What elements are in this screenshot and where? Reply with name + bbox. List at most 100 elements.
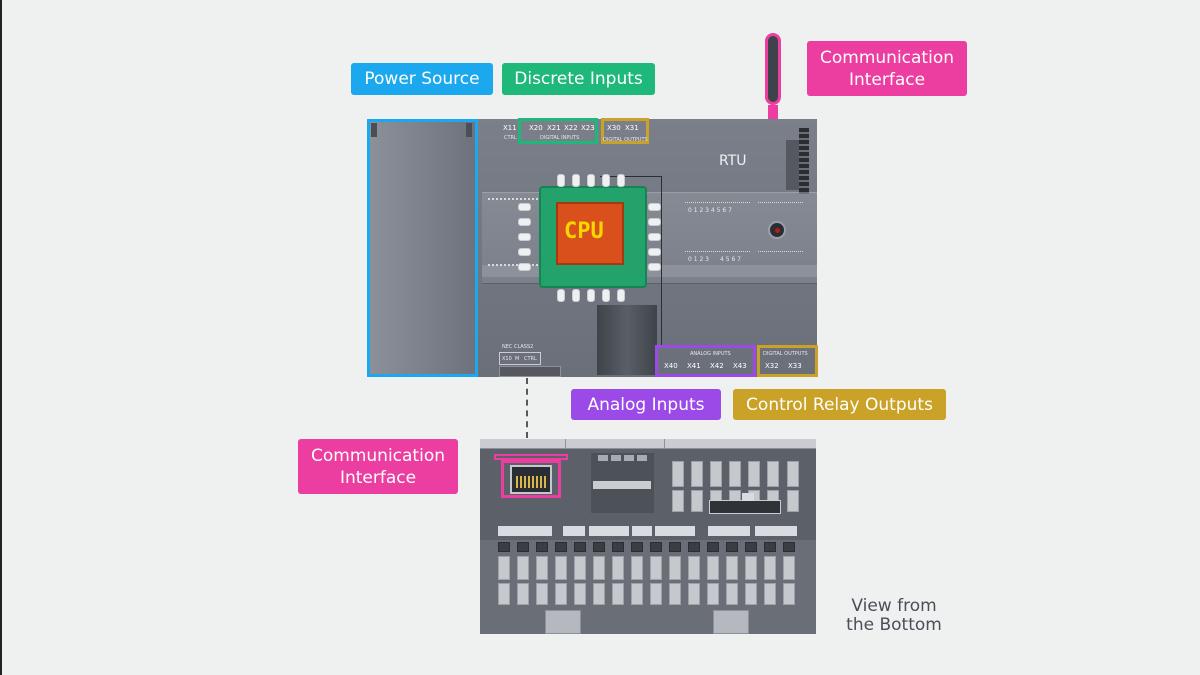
cpu-pin bbox=[518, 218, 531, 226]
lower-terminal bbox=[574, 583, 586, 605]
power-supply-module bbox=[367, 119, 478, 377]
comm-top-line1: Communication bbox=[820, 47, 954, 68]
cpu-pin bbox=[617, 289, 625, 302]
cpu-pillar bbox=[597, 305, 657, 375]
led-row-3-frame bbox=[758, 251, 803, 265]
analog-inputs-device-label: ANALOG INPUTS bbox=[690, 351, 731, 357]
power-source-callout: Power Source bbox=[351, 63, 493, 95]
antenna bbox=[765, 33, 781, 105]
cpu-pin bbox=[518, 233, 531, 241]
power-clip-left bbox=[371, 123, 377, 137]
lower-terminal bbox=[517, 556, 529, 580]
lower-terminal-cap bbox=[726, 542, 738, 552]
lower-terminal-cap bbox=[650, 542, 662, 552]
lower-terminal bbox=[726, 556, 738, 580]
mid-label-strip bbox=[655, 526, 695, 536]
analog-inputs-highlight bbox=[655, 345, 756, 377]
mounting-foot-left bbox=[545, 610, 581, 634]
cpu-pin bbox=[518, 263, 531, 271]
lower-terminal bbox=[764, 556, 776, 580]
lower-terminal-cap bbox=[612, 542, 624, 552]
rtu-name: RTU bbox=[719, 153, 747, 169]
terminal-x41: X41 bbox=[687, 362, 701, 370]
analog-inputs-callout: Analog Inputs bbox=[571, 389, 721, 420]
lower-terminal bbox=[783, 583, 795, 605]
terminal-x23: X23 bbox=[581, 124, 595, 132]
led-row-1-frame bbox=[685, 202, 750, 216]
lower-terminal bbox=[498, 583, 510, 605]
control-relay-outputs-label: Control Relay Outputs bbox=[746, 394, 933, 415]
discrete-inputs-highlight bbox=[518, 118, 598, 144]
lower-terminal bbox=[669, 556, 681, 580]
lower-terminal-cap bbox=[536, 542, 548, 552]
upper-terminal bbox=[672, 490, 684, 512]
left-led-row-1 bbox=[488, 198, 538, 200]
terminal-m: M bbox=[515, 356, 520, 362]
communication-interface-bottom-callout: Communication Interface bbox=[298, 439, 458, 494]
discrete-inputs-callout: Discrete Inputs bbox=[502, 63, 655, 95]
digital-inputs-label: DIGITAL INPUTS bbox=[540, 135, 580, 141]
ctrl-label: CTRL bbox=[504, 135, 517, 141]
lower-terminal bbox=[612, 583, 624, 605]
led-row-2b: 4 5 6 7 bbox=[720, 256, 741, 263]
upper-terminal bbox=[767, 461, 779, 487]
bottom-left-terminal-strip bbox=[499, 352, 541, 365]
terminal-x32: X32 bbox=[765, 362, 779, 370]
upper-terminal bbox=[729, 461, 741, 487]
mounting-foot-right bbox=[713, 610, 749, 634]
comm-bottom-line1: Communication bbox=[311, 445, 445, 466]
power-source-label: Power Source bbox=[364, 69, 480, 89]
cpu-pin bbox=[518, 248, 531, 256]
lower-terminal bbox=[650, 583, 662, 605]
cpu-pin bbox=[648, 218, 661, 226]
led-row-4-frame bbox=[758, 202, 803, 216]
cpu-core bbox=[556, 202, 624, 265]
lower-terminal bbox=[593, 583, 605, 605]
lower-terminal-cap bbox=[745, 542, 757, 552]
bottom-view-caption-line1: View from bbox=[851, 596, 937, 616]
power-clip-right bbox=[466, 123, 472, 137]
upper-terminal bbox=[710, 461, 722, 487]
upper-terminal bbox=[787, 490, 799, 512]
dip-switch bbox=[709, 500, 781, 514]
lower-terminal bbox=[745, 583, 757, 605]
cpu-pin bbox=[557, 289, 565, 302]
upper-terminal bbox=[672, 461, 684, 487]
comm-port-top bbox=[499, 366, 561, 377]
terminal-x20: X20 bbox=[529, 124, 543, 132]
lower-terminal-cap bbox=[783, 542, 795, 552]
lower-terminal bbox=[783, 556, 795, 580]
lower-terminal-cap bbox=[593, 542, 605, 552]
mid-label-strip bbox=[755, 526, 797, 536]
cpu-pin bbox=[602, 174, 610, 187]
rj45-highlight-line bbox=[494, 454, 568, 460]
comm-bottom-line2: Interface bbox=[339, 467, 417, 488]
cpu-pin bbox=[648, 248, 661, 256]
digital-outputs-top-label: DIGITAL OUTPUTS bbox=[603, 137, 648, 143]
cpu-pin bbox=[648, 233, 661, 241]
lower-terminal bbox=[574, 556, 586, 580]
comm-top-line2: Interface bbox=[848, 69, 926, 90]
terminal-x22: X22 bbox=[564, 124, 578, 132]
mid-label-strip bbox=[632, 526, 652, 536]
lower-terminal bbox=[650, 556, 662, 580]
bottom-view-divider-1 bbox=[565, 439, 566, 449]
lower-terminal-cap bbox=[688, 542, 700, 552]
cpu-pin bbox=[587, 174, 595, 187]
bottom-view-top-strip bbox=[480, 439, 816, 449]
lower-terminal bbox=[688, 583, 700, 605]
lower-terminal bbox=[536, 556, 548, 580]
center-module-slot bbox=[593, 481, 651, 489]
lower-terminal-cap bbox=[555, 542, 567, 552]
lower-terminal bbox=[745, 556, 757, 580]
rj45-port-highlight bbox=[501, 460, 561, 498]
cpu-pin bbox=[518, 203, 531, 211]
upper-terminal bbox=[691, 461, 703, 487]
communication-interface-top-callout: Communication Interface bbox=[807, 41, 967, 96]
relay-outputs-highlight bbox=[757, 345, 818, 377]
relay-outputs-device-label: DIGITAL OUTPUTS bbox=[763, 351, 808, 357]
lower-terminal bbox=[726, 583, 738, 605]
terminal-x11: X11 bbox=[503, 124, 517, 132]
upper-terminal bbox=[748, 461, 760, 487]
lower-terminal-cap bbox=[764, 542, 776, 552]
